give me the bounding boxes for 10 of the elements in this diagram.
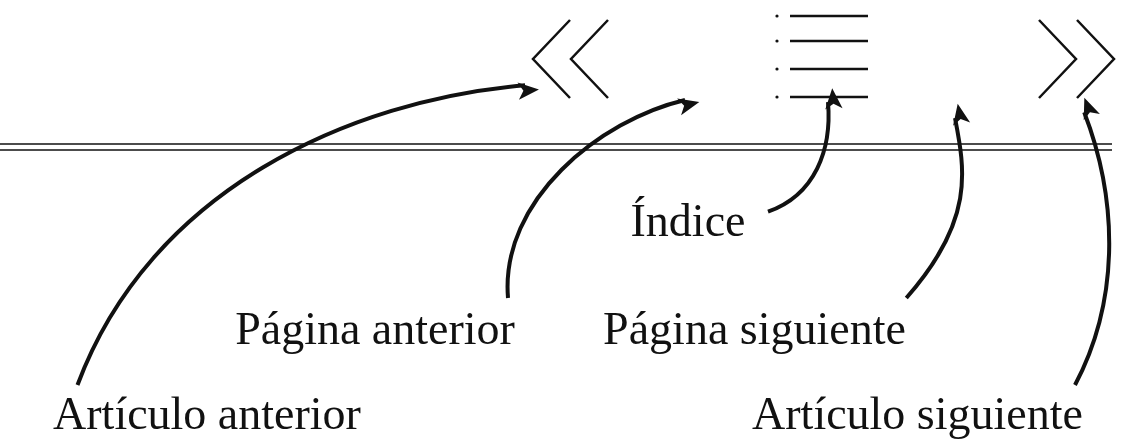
- arrow: [506, 98, 700, 298]
- callout-label: Artículo anterior: [53, 391, 361, 437]
- arrow: [904, 103, 971, 300]
- callout-label: Página siguiente: [603, 306, 906, 352]
- arrow: [1073, 97, 1112, 386]
- callout-label: Artículo siguiente: [752, 391, 1083, 437]
- callout-label: Página anterior: [235, 306, 515, 352]
- arrow: [767, 88, 843, 214]
- callout-label: Índice: [630, 198, 746, 244]
- arrow: [75, 82, 540, 386]
